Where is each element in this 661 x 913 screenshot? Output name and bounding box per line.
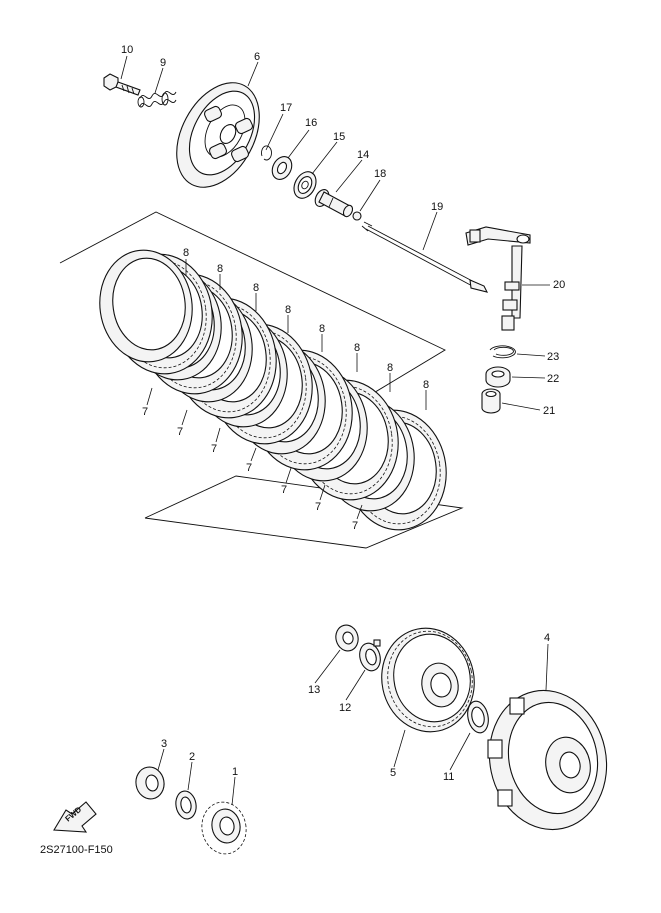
leader-2 — [187, 761, 193, 791]
callout-6: 6 — [254, 51, 260, 63]
leader-16 — [287, 129, 310, 159]
part-4-clutch-housing — [487, 689, 608, 831]
plate-stack-box — [59, 211, 464, 549]
part-5-clutch-boss — [381, 627, 475, 733]
part-17-circlip — [261, 145, 272, 161]
part-11-thrust-washer — [467, 700, 489, 734]
part-3-spacer — [135, 766, 165, 800]
callout-3: 3 — [161, 738, 167, 750]
callout-8: 8 — [253, 282, 259, 294]
callout-23: 23 — [547, 351, 559, 363]
leader-1 — [231, 776, 236, 806]
leader-23 — [516, 353, 546, 357]
part-12-lock-washer — [359, 639, 381, 672]
part-6-pressure-plate — [176, 82, 260, 188]
part-16-washer — [271, 156, 293, 180]
leader-22 — [511, 376, 546, 379]
callout-16: 16 — [305, 117, 317, 129]
leader-19 — [422, 211, 438, 251]
part-10-bolt — [103, 73, 141, 96]
part-14-push-rod-end — [314, 189, 354, 218]
part-20-push-lever-shaft — [465, 226, 531, 331]
plate-stack — [99, 249, 447, 531]
callout-11: 11 — [443, 771, 454, 783]
leader-4 — [545, 643, 549, 691]
callout-5: 5 — [390, 767, 396, 779]
callout-20: 20 — [553, 279, 565, 291]
callout-8: 8 — [387, 362, 393, 374]
leader-10 — [120, 55, 128, 80]
callout-14: 14 — [357, 149, 369, 161]
callout-1: 1 — [232, 766, 238, 778]
part-23-circlip — [489, 345, 516, 359]
callout-21: 21 — [543, 405, 555, 417]
callout-22: 22 — [547, 373, 559, 385]
callout-12: 12 — [339, 702, 351, 714]
callout-8: 8 — [285, 304, 291, 316]
callout-7: 7 — [142, 406, 148, 418]
callout-7: 7 — [177, 426, 183, 438]
leader-17 — [265, 113, 284, 151]
callout-7: 7 — [211, 443, 217, 455]
leader-13 — [314, 649, 341, 684]
callout-8: 8 — [183, 247, 189, 259]
callout-19: 19 — [431, 201, 443, 213]
callout-4: 4 — [544, 632, 550, 644]
leader-12 — [345, 669, 366, 701]
callout-13: 13 — [308, 684, 320, 696]
leader-21 — [501, 402, 541, 411]
callout-17: 17 — [280, 102, 292, 114]
leader-3 — [157, 748, 165, 771]
callout-9: 9 — [160, 57, 166, 69]
leader-14 — [335, 159, 363, 193]
leader-9 — [154, 67, 164, 94]
part-1-gear — [201, 801, 247, 855]
part-13-nut — [335, 624, 359, 652]
part-18-ball — [352, 211, 362, 221]
callout-8: 8 — [217, 263, 223, 275]
part-2-washer — [175, 790, 197, 820]
part-21-bushing — [481, 388, 501, 414]
callout-8: 8 — [423, 379, 429, 391]
plate-7 — [99, 249, 193, 363]
callout-7: 7 — [315, 501, 321, 513]
callout-2: 2 — [189, 751, 195, 763]
callout-7: 7 — [281, 484, 287, 496]
part-9-spring — [137, 90, 177, 108]
callout-15: 15 — [333, 131, 345, 143]
callout-7: 7 — [246, 462, 252, 474]
callout-8: 8 — [319, 323, 325, 335]
leader-18 — [359, 179, 381, 212]
diagram-code: 2S27100-F150 — [40, 844, 113, 856]
part-22-oil-seal — [485, 366, 511, 388]
callout-18: 18 — [374, 168, 386, 180]
plate-leaders — [146, 259, 427, 520]
part-15-thrust-bearing — [293, 171, 317, 199]
leader-15 — [311, 141, 338, 175]
fwd-arrow-icon: FWD — [53, 801, 97, 833]
part-19-push-rod — [361, 221, 489, 293]
leader-5 — [393, 729, 406, 768]
callout-8: 8 — [354, 342, 360, 354]
leader-6 — [247, 61, 259, 87]
callout-7: 7 — [352, 520, 358, 532]
callout-10: 10 — [121, 44, 133, 56]
leader-11 — [449, 732, 471, 771]
